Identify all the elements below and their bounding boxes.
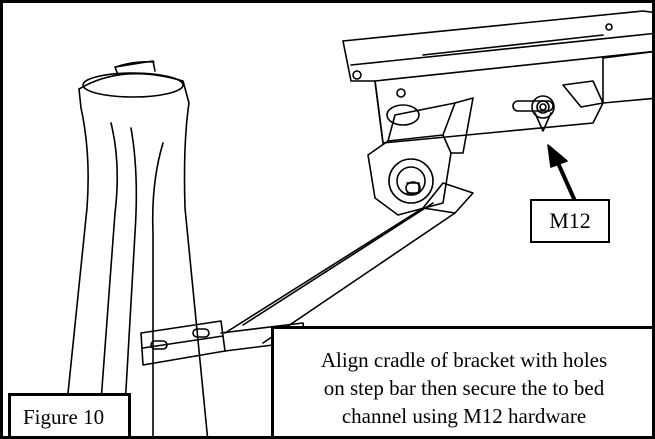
cradle-bracket <box>367 97 474 216</box>
m12-bolt <box>531 95 555 132</box>
instruction-callout: Align cradle of bracket with holes on st… <box>271 326 652 436</box>
hardware-callout: M12 <box>530 199 610 243</box>
callout-arrow <box>547 144 577 203</box>
figure-label-box: Figure 10 <box>8 393 131 436</box>
instruction-line-3: channel using M12 hardware <box>341 404 587 428</box>
instruction-line-2: on step bar then secure the to bed <box>323 376 605 400</box>
instruction-line-1: Align cradle of bracket with holes <box>320 348 608 372</box>
step-bar <box>62 60 209 436</box>
bed-channel <box>342 10 652 144</box>
figure-label: Figure 10 <box>23 405 105 429</box>
support-arm <box>224 182 474 344</box>
hardware-callout-label: M12 <box>549 208 591 233</box>
